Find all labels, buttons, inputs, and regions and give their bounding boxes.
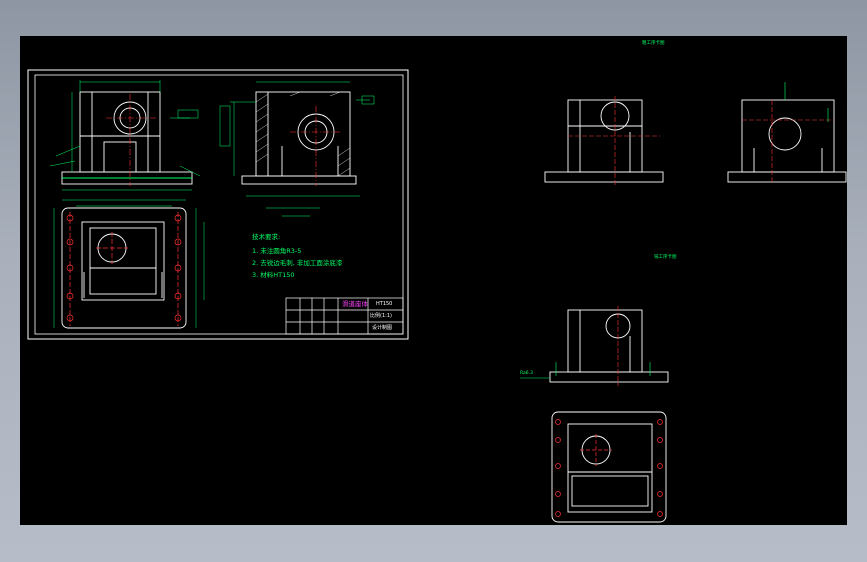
title-block — [285, 297, 404, 335]
process-view-3-arrows — [520, 362, 651, 379]
tech-req-item-3: 3. 材料HT150 — [252, 271, 295, 279]
process-view-1-centerlines — [568, 96, 660, 186]
tech-req-title: 技术要求: — [252, 233, 281, 241]
front-view-centerlines — [106, 94, 156, 186]
top-view — [61, 207, 187, 329]
cad-drawing-canvas[interactable]: 技术要求: 1. 未注圆角R3-5 2. 去锐边毛刺, 非加工面涂底漆 3. 材… — [20, 36, 847, 525]
process-view-4-holes — [555, 419, 663, 517]
side-view-centerlines — [290, 106, 342, 186]
top-view-holes — [66, 212, 182, 326]
title-block-scale: 比例(1:1) — [370, 313, 392, 319]
title-block-code: HT150 — [376, 301, 393, 307]
tech-req-item-2: 2. 去锐边毛刺, 非加工面涂底漆 — [252, 259, 343, 267]
title-block-part-name: 滑道座体 — [342, 300, 368, 308]
cad-drawing-svg — [27, 69, 847, 523]
process-view-label-1: 粗工序卡图 — [642, 41, 665, 46]
title-block-drawn-by: 设计制图 — [372, 325, 393, 331]
process-view-2-arrows — [784, 82, 829, 122]
side-view-dimensions — [219, 81, 375, 217]
side-view — [241, 91, 357, 185]
surface-mark: Ra6.3 — [520, 371, 533, 376]
process-view-4-plan — [551, 411, 667, 523]
sheet-border-outer — [27, 69, 409, 340]
front-view-dimensions — [49, 80, 201, 191]
top-view-dimensions — [53, 199, 205, 328]
side-view-hatch — [255, 91, 351, 177]
front-view — [61, 91, 193, 185]
process-view-2-centerlines — [742, 100, 834, 184]
process-view-label-2: 铣工序卡图 — [654, 255, 677, 260]
process-view-1 — [544, 99, 664, 183]
sheet-border-inner — [34, 74, 404, 335]
process-view-2 — [727, 99, 847, 183]
tech-req-item-1: 1. 未注圆角R3-5 — [252, 247, 302, 255]
